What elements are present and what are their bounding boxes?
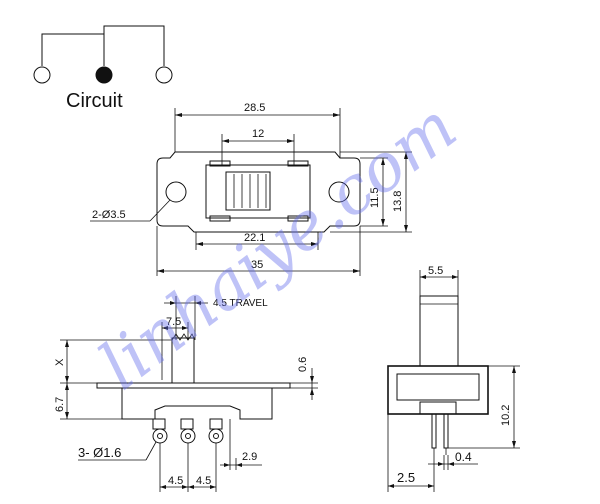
dim-pitch-right: 4.5 [196,475,211,487]
pin-center [180,428,196,444]
side-knob [419,295,459,367]
dim-body-height: 6.7 [54,397,66,412]
dim-total: 35 [251,259,263,271]
side-body [387,365,489,415]
dim-pins: 3- Ø1.6 [78,445,121,460]
dim-outer-height: 13.8 [392,191,404,212]
terminal-common [95,66,113,84]
pin-left [152,428,168,444]
dim-holes: 2-Ø3.5 [92,209,126,221]
slide-knob [225,171,271,211]
dim-pin-thickness: 0.4 [455,450,472,464]
terminal-right [155,66,173,84]
watermark: linhaiye.com [85,88,470,405]
circuit-label: Circuit [66,90,123,112]
terminal-left [33,66,51,84]
top-view: 28.5 12 11.5 13.8 2-Ø3.5 22.1 [90,102,412,276]
dim-inner-height: 11.5 [369,187,381,208]
mount-hole-right [328,181,350,203]
side-pin-right [443,413,449,449]
dim-length: 28.5 [244,102,265,114]
dim-hole-spacing: 22.1 [244,232,265,244]
front-view: 4.5 TRAVEL 7.5 X 6.7 0.6 3- Ø1.6 [54,296,318,492]
slide-slot [205,164,311,219]
dim-travel: 4.5 TRAVEL [213,298,268,309]
pin-right [208,428,224,444]
dim-x: X [54,358,66,366]
dim-plate: 0.6 [297,357,309,372]
dim-height: 10.2 [500,405,512,426]
circuit-symbol: Circuit [33,25,173,112]
front-knob [171,337,195,384]
dim-slot: 12 [252,128,264,140]
dim-offset: 2.9 [242,451,257,463]
dim-knob-width: 5.5 [428,265,443,277]
dim-knob: 7.5 [166,316,181,328]
dim-pin-offset: 2.5 [397,470,415,485]
mount-hole-left [165,181,187,203]
dim-pitch-left: 4.5 [168,475,183,487]
side-pin-left [431,413,437,449]
side-view: 5.5 10.2 2.5 0.4 [387,265,520,492]
